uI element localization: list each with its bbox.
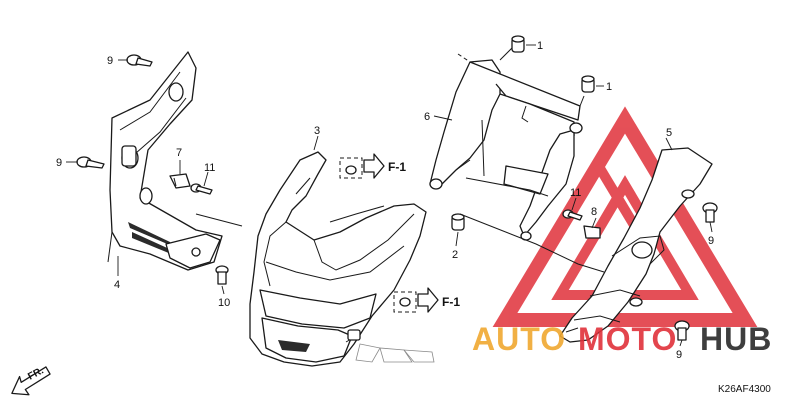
watermark-text: AUTO MOTO HUB [472, 321, 772, 357]
callout-2: 2 [452, 249, 458, 261]
callout-numbers: 1 1 2 3 4 5 6 7 9 9 9 9 10 11 11 8 [56, 40, 714, 361]
bolt-9-mid-left [76, 156, 105, 169]
callout-1-right: 1 [606, 81, 612, 93]
callout-6: 6 [424, 111, 430, 123]
part-6-stay-frame [429, 47, 605, 273]
screw-11-right [562, 209, 583, 221]
callout-9-right-lower: 9 [676, 349, 682, 361]
ref-label-upper: F-1 [388, 160, 406, 174]
diagram-code: K26AF4300 [718, 384, 771, 395]
callout-4: 4 [114, 279, 120, 291]
ref-label-lower: F-1 [442, 295, 460, 309]
callout-10: 10 [218, 297, 230, 309]
screw-11-left [190, 183, 213, 195]
bolt-9-top-left [126, 54, 153, 67]
watermark-text-moto: MOTO [578, 321, 677, 357]
part-5-right-panel [559, 147, 713, 343]
front-direction-marker: FR. [11, 365, 51, 396]
callout-1-top: 1 [537, 40, 543, 52]
part-4-left-bracket [107, 51, 243, 271]
clip-7 [169, 173, 191, 189]
grommet-1-right [581, 75, 595, 93]
callout-7: 7 [176, 147, 182, 159]
leader-lines [66, 44, 713, 347]
callout-8: 8 [591, 206, 597, 218]
callout-3: 3 [314, 125, 320, 137]
ref-arrow-upper: F-1 [339, 153, 406, 179]
bolt-9-right-upper [702, 202, 718, 223]
callout-11-left: 11 [204, 162, 215, 174]
callout-5: 5 [666, 127, 672, 139]
callout-9-top-left: 9 [107, 55, 113, 67]
watermark-text-auto: AUTO [472, 321, 566, 357]
callout-11-right: 11 [570, 187, 581, 199]
grommet-1-top [511, 35, 525, 53]
collar-2 [451, 213, 465, 231]
clip-8 [583, 225, 601, 239]
bolt-9-right-lower [674, 320, 690, 341]
front-marker-label: FR. [26, 365, 46, 382]
ref-arrow-lower: F-1 [393, 287, 460, 313]
watermark-text-hub: HUB [700, 321, 772, 357]
callout-9-right-upper: 9 [708, 235, 714, 247]
callout-9-mid-left: 9 [56, 157, 62, 169]
part-3-front-cowl [249, 151, 435, 367]
bolt-10 [215, 265, 229, 285]
